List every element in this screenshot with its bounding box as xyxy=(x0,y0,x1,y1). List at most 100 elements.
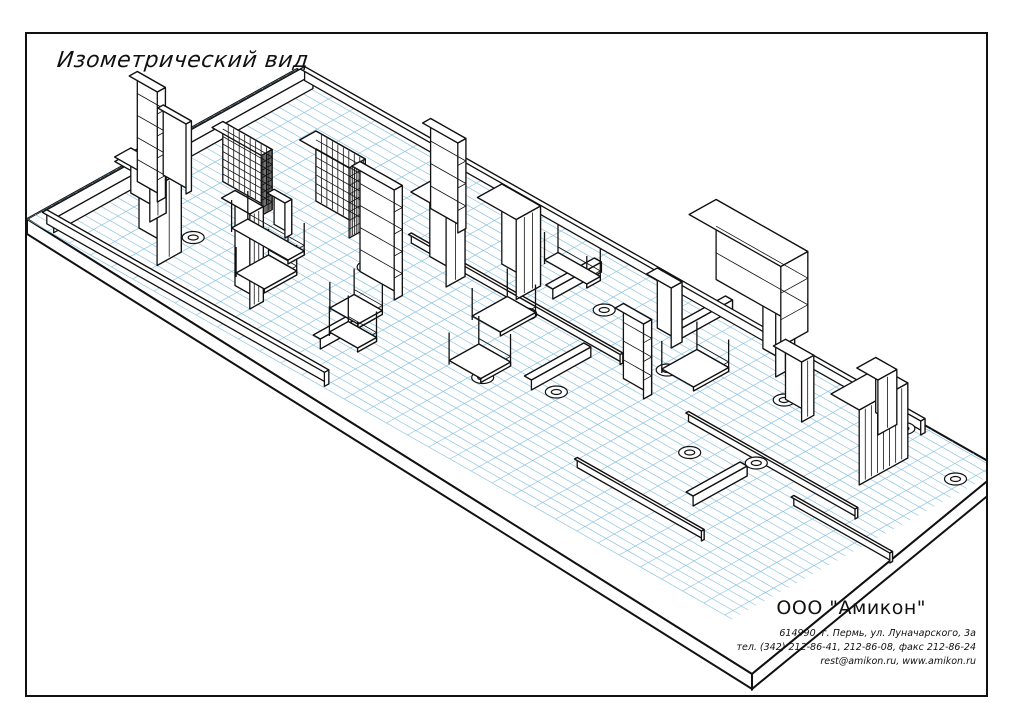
locker-pair-top xyxy=(772,338,815,363)
storage-room-shelf xyxy=(715,252,809,321)
grid-line xyxy=(534,356,805,508)
mixer-top xyxy=(266,188,293,204)
oven-tower xyxy=(157,104,193,195)
shelving-rack-3 xyxy=(421,117,467,234)
partition-wall xyxy=(685,410,859,520)
work-table-5-tabletop xyxy=(661,348,730,392)
shelving-rack-3-shelf xyxy=(430,163,467,189)
shelving-rack-4-shelf xyxy=(623,321,653,344)
shelving-rack-3-shelf xyxy=(430,140,467,166)
work-table-5-tabletop-top xyxy=(661,348,730,388)
sink-table xyxy=(543,224,602,289)
rack-cart xyxy=(211,120,273,217)
grid-line xyxy=(196,124,903,525)
locker-pair xyxy=(772,338,815,423)
grid-line xyxy=(59,200,765,602)
shelving-rack-2-top xyxy=(351,160,403,191)
shelving-rack-2-shelf xyxy=(359,227,404,257)
mixer-front xyxy=(284,198,293,239)
prep-table-2-tabletop-top xyxy=(230,218,305,261)
rack-cart-rack xyxy=(222,151,273,186)
work-table-3-tabletop xyxy=(471,295,537,337)
work-table-5 xyxy=(661,321,730,392)
floor-drain-grate xyxy=(550,388,562,396)
grid-line xyxy=(513,344,784,496)
partition-wall-top xyxy=(523,342,592,381)
grid-line xyxy=(492,332,763,484)
partition-wall-top xyxy=(573,456,705,532)
shelving-rack-2-shelf xyxy=(359,205,404,235)
floor-drain-grate xyxy=(750,459,762,467)
floor-drain-grate xyxy=(187,234,199,241)
cabinet-small-top xyxy=(645,267,683,289)
prep-table-1 xyxy=(235,229,298,294)
rack-cart-rack xyxy=(222,136,273,171)
sink-table-tabletop-top xyxy=(543,251,601,285)
shelving-rack-2-front xyxy=(393,184,403,301)
partition-wall xyxy=(790,494,894,564)
partition-wall xyxy=(41,209,330,387)
grid-line xyxy=(386,272,657,424)
refrigerator-triple-top xyxy=(476,183,542,221)
partition-wall xyxy=(573,456,705,542)
work-table-4-tabletop-top xyxy=(448,343,512,380)
sink-unit-tabletop-top xyxy=(328,320,378,349)
storage-room xyxy=(688,198,809,348)
drawing-title: Изометрический вид xyxy=(55,48,311,73)
rack-cart-rack xyxy=(222,143,273,179)
sink-unit xyxy=(328,295,378,353)
prep-table-1-tabletop xyxy=(235,254,298,294)
grid-line xyxy=(619,404,890,556)
company-info-block: ООО "Амикон" 614990, г. Пермь, ул. Лунач… xyxy=(736,597,976,669)
grid-line xyxy=(261,88,968,489)
prep-table-1-tabletop-top xyxy=(235,254,298,290)
partition-wall xyxy=(523,342,592,391)
storage-room-front xyxy=(780,250,809,348)
rack-cart-rack xyxy=(222,173,273,209)
mixer xyxy=(266,188,293,239)
walk-in-fridge-1-top xyxy=(220,189,264,215)
shelving-rack-4 xyxy=(614,302,653,400)
prep-table-2 xyxy=(230,191,306,265)
work-table-4 xyxy=(448,316,512,384)
work-table-3-tabletop-top xyxy=(471,295,537,333)
grid-line xyxy=(67,196,773,597)
cabinet-small xyxy=(645,267,683,349)
shelving-unit-top xyxy=(128,70,167,93)
work-table-4-tabletop xyxy=(448,343,512,384)
oven-tower-top xyxy=(157,104,193,125)
work-table-3 xyxy=(471,268,537,337)
rack-cart-rack xyxy=(222,128,273,164)
storage-room-shelf xyxy=(715,225,809,294)
prep-table-2-tabletop xyxy=(230,218,305,265)
shelving-rack-2-shelf xyxy=(359,249,404,279)
drawing-sheet: Изометрический вид ООО "Амикон" 614990, … xyxy=(25,32,988,697)
shelving-rack-2 xyxy=(351,160,404,301)
grid-line xyxy=(470,320,742,472)
oven-tower-front xyxy=(185,120,193,195)
kitchen-equipment xyxy=(113,70,909,486)
sink-unit-tabletop xyxy=(328,320,378,353)
grid-line xyxy=(27,218,733,620)
grid-line xyxy=(51,205,757,606)
shelving-rack-4-top xyxy=(614,302,653,325)
grid-line xyxy=(69,92,340,244)
grid-line xyxy=(148,151,854,552)
refrigerator-triple-front xyxy=(515,205,542,301)
shelving-rack-4-shelf xyxy=(623,359,653,381)
grid-line xyxy=(75,191,781,593)
locker-pair-2 xyxy=(856,356,898,436)
floor-drain-grate xyxy=(684,449,696,456)
partition-wall-top xyxy=(685,410,859,510)
partition-wall-top xyxy=(790,494,894,554)
rack-cart-rack xyxy=(222,158,273,194)
company-name: ООО "Амикон" xyxy=(776,597,926,619)
refrigerator-triple xyxy=(476,183,542,301)
sink-table-tabletop xyxy=(543,251,601,289)
shelving-rack-3-top xyxy=(421,117,467,144)
shelving-rack-2-shelf xyxy=(359,183,404,213)
floor-drain-grate xyxy=(949,475,962,483)
shelving-rack-4-shelf xyxy=(623,340,653,362)
company-contacts: rest@amikon.ru, www.amikon.ru xyxy=(820,656,976,667)
shelving-rack-3-shelf xyxy=(430,185,467,211)
